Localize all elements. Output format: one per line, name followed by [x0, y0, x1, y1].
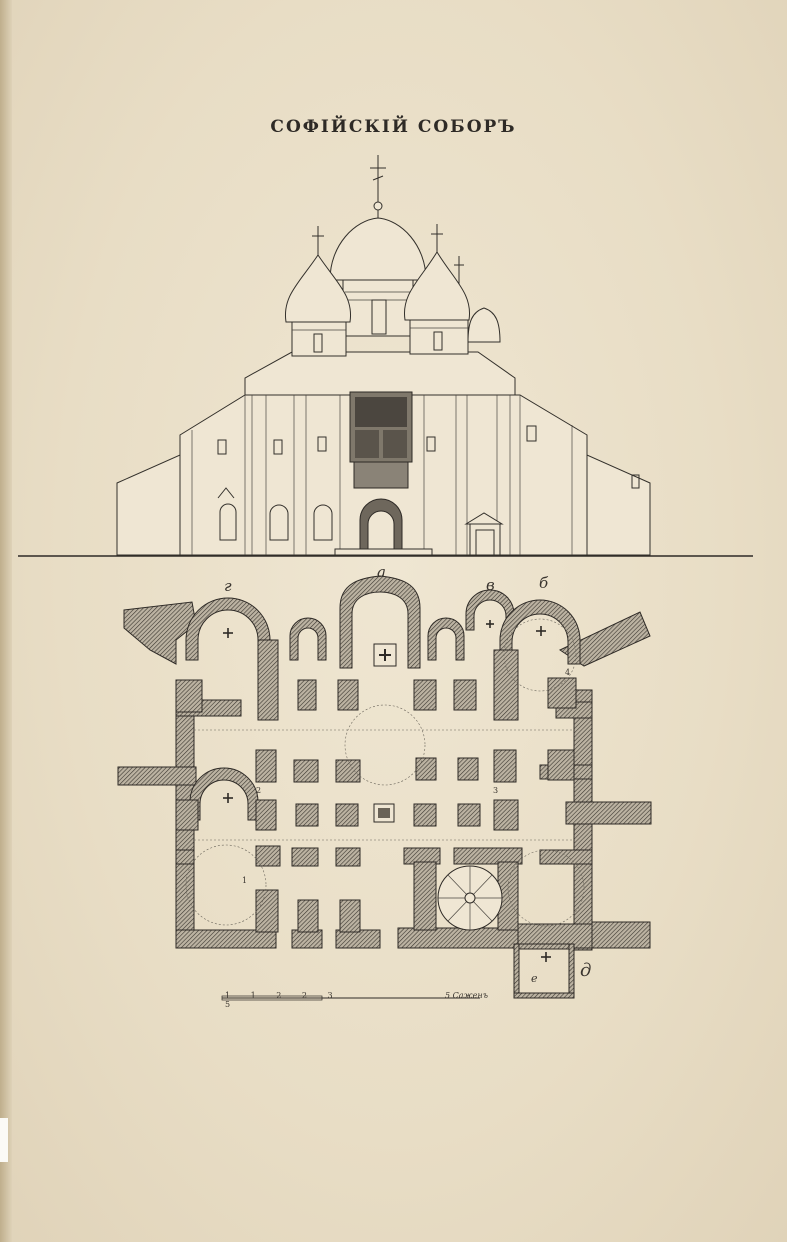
right-low-wall	[586, 454, 651, 556]
paper-clip-mark	[0, 1118, 8, 1162]
facade-elevation	[18, 155, 753, 557]
scale-ticks: 1 1 2 2 3 5	[225, 991, 342, 1009]
plan-label-v: в	[486, 576, 495, 594]
altars	[223, 620, 546, 823]
annex-d	[513, 943, 575, 999]
floor-plan	[117, 575, 652, 1001]
domes	[284, 155, 501, 357]
central-icon-panel	[349, 391, 413, 489]
page-binding-edge	[0, 0, 12, 1242]
scale-unit-label: 5 Саженъ	[445, 991, 488, 1000]
plan-label-b: б	[539, 574, 549, 592]
upper-roof	[244, 351, 516, 396]
plan-label-g: г	[224, 577, 232, 595]
left-window-pediment	[217, 487, 235, 499]
left-cross-icon	[312, 226, 324, 255]
apses	[185, 575, 581, 821]
plan-label-d: д	[580, 960, 592, 981]
plan-number-2: 2	[256, 786, 262, 795]
facade-pilasters	[191, 395, 573, 555]
right-onion-dome	[403, 251, 471, 321]
plan-number-4: 4	[565, 668, 571, 677]
scale-bar	[221, 995, 480, 1001]
annex-cross-icon	[541, 952, 551, 962]
drawing-title: СОФІЙСКІЙ СОБОРЪ	[270, 117, 517, 137]
vault-lines	[185, 618, 585, 927]
piers	[175, 639, 577, 933]
plan-label-a: а	[377, 563, 386, 581]
small-cross-icon	[454, 256, 464, 284]
facade-windows	[217, 425, 640, 541]
main-portal	[334, 498, 433, 556]
altar-cross-icon	[379, 649, 391, 661]
small-dome	[467, 307, 501, 343]
chapel-cross-icons	[223, 620, 546, 803]
left-onion-dome	[284, 254, 352, 323]
left-low-wall	[116, 454, 181, 556]
staircase-tower	[437, 865, 503, 931]
plan-label-e: е	[531, 972, 538, 985]
plan-number-1: 1	[242, 876, 248, 885]
plan-number-3: 3	[493, 786, 499, 795]
central-cross-icon	[370, 155, 386, 200]
right-porch	[464, 512, 504, 556]
outer-walls	[117, 601, 652, 951]
right-cross-icon	[431, 224, 443, 252]
central-dome	[329, 217, 427, 281]
